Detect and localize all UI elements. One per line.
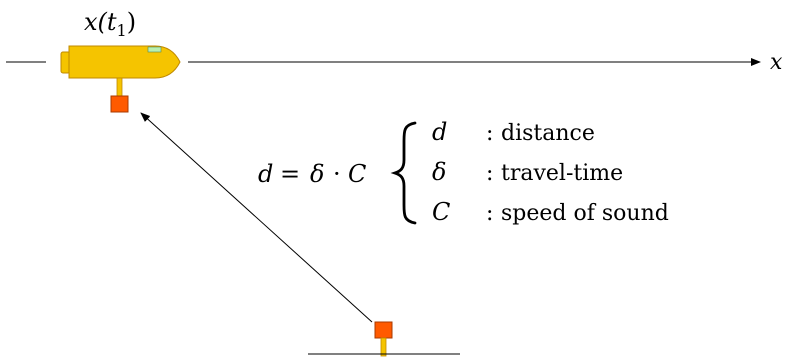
auv-sensor-patch bbox=[147, 46, 162, 53]
auv-transducer bbox=[110, 95, 129, 113]
definition-symbol: δ bbox=[432, 158, 446, 186]
auv-label-base: x(t bbox=[84, 8, 117, 36]
seafloor-beacon bbox=[308, 321, 460, 357]
equation-dot: · bbox=[333, 160, 341, 188]
equation-C: C bbox=[348, 160, 366, 188]
definition-colon: : bbox=[486, 161, 493, 186]
equation-lhs: d bbox=[258, 160, 273, 188]
definition-meaning: travel-time bbox=[501, 161, 623, 186]
auv-label-subscript: 1 bbox=[117, 21, 127, 40]
auv-label-close: ) bbox=[127, 8, 136, 36]
definition-row: C : speed of sound bbox=[432, 198, 669, 226]
definition-symbol: C bbox=[432, 198, 450, 226]
definitions-list: d : distance δ : travel-time C : speed o… bbox=[432, 118, 669, 226]
definition-row: d : distance bbox=[432, 118, 595, 146]
auv-position-label: x(t1) bbox=[84, 8, 136, 40]
definition-colon: : bbox=[486, 201, 493, 226]
beacon-mast bbox=[380, 337, 387, 357]
range-equation: d = δ · C bbox=[258, 160, 366, 188]
definition-row: δ : travel-time bbox=[432, 158, 623, 186]
equation-delta: δ bbox=[310, 160, 324, 188]
x-axis-label: x bbox=[770, 50, 783, 75]
beacon-transducer bbox=[374, 321, 393, 339]
auv-hull bbox=[68, 45, 181, 79]
definition-meaning: distance bbox=[501, 121, 595, 146]
auv-vehicle bbox=[60, 45, 181, 113]
x-axis: x bbox=[6, 50, 783, 75]
definition-colon: : bbox=[486, 121, 493, 146]
definitions-brace bbox=[390, 121, 417, 225]
acoustic-path-arrow bbox=[140, 112, 373, 323]
definition-meaning: speed of sound bbox=[501, 201, 669, 226]
definition-symbol: d bbox=[432, 118, 447, 146]
auv-transducer-mast bbox=[116, 77, 123, 97]
equation-equals: = bbox=[280, 160, 300, 188]
